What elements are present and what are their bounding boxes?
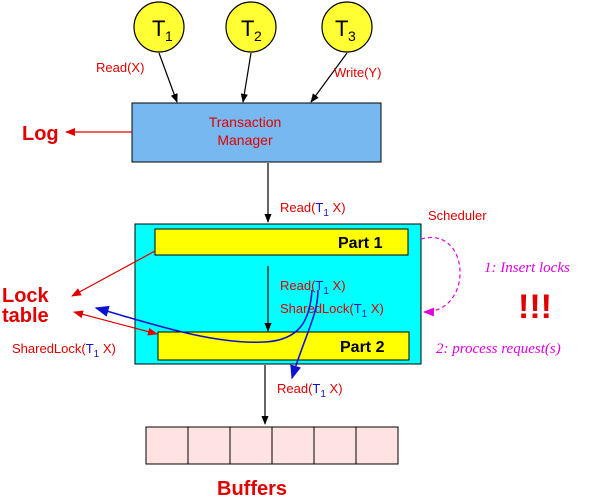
buffer-row [145, 426, 399, 465]
t3-subscript: 3 [348, 28, 356, 44]
scheduler-label: Scheduler [428, 208, 487, 223]
part1-box [154, 228, 409, 256]
arrow-locktable-part2 [73, 310, 158, 336]
t2-letter: T [241, 16, 254, 41]
write-y-label: Write(Y) [334, 65, 381, 80]
step-insert-locks: 1: Insert locks [484, 260, 570, 276]
buffer-slot [229, 426, 273, 465]
arrow-lock-request-to-locktable [94, 289, 313, 344]
arrow-insert-locks-loop [420, 236, 461, 317]
log-label: Log [22, 123, 59, 145]
inner-read-label: Read(T1 X) [280, 278, 346, 297]
inner-sharedlock-label: SharedLock(T1 X) [280, 301, 384, 320]
to-buffers-label: Read(T1 X) [277, 381, 343, 400]
t2-subscript: 2 [254, 28, 262, 44]
step-process-requests: 2: process request(s) [436, 341, 561, 357]
arrow-t1-to-tm [158, 52, 178, 103]
lock-table-line2: table [2, 305, 49, 327]
t1-subscript: 1 [165, 28, 173, 44]
left-sharedlock-label: SharedLock(T1 X) [12, 341, 116, 360]
lock-table-line1: Lock [2, 285, 50, 307]
part2-label: Part 2 [340, 339, 385, 356]
tm-label-line1: Transaction [209, 114, 282, 130]
buffer-slot [145, 426, 189, 465]
transaction-node-t1: T 1 [133, 1, 185, 53]
t1-letter: T [152, 16, 165, 41]
tm-to-scheduler-label: Read(T1 X) [280, 200, 346, 219]
t3-letter: T [335, 16, 348, 41]
buffer-slot [271, 426, 315, 465]
exclamation-marks: !!! [518, 288, 552, 326]
arrow-part2-to-buffers-request [290, 289, 319, 380]
buffer-slot [355, 426, 399, 465]
arrow-t3-to-tm [310, 52, 348, 103]
read-x-label: Read(X) [96, 60, 144, 75]
arrow-t2-to-tm [240, 52, 252, 103]
tm-label-line2: Manager [217, 132, 273, 148]
part1-label: Part 1 [338, 235, 383, 252]
buffer-slot [187, 426, 231, 465]
transaction-node-t2: T 2 [225, 1, 277, 53]
buffers-label: Buffers [217, 478, 287, 497]
arrow-part1-to-locktable [71, 250, 156, 297]
transaction-node-t3: T 3 [321, 1, 373, 53]
buffer-slot [313, 426, 357, 465]
transaction-manager-box [131, 102, 382, 163]
